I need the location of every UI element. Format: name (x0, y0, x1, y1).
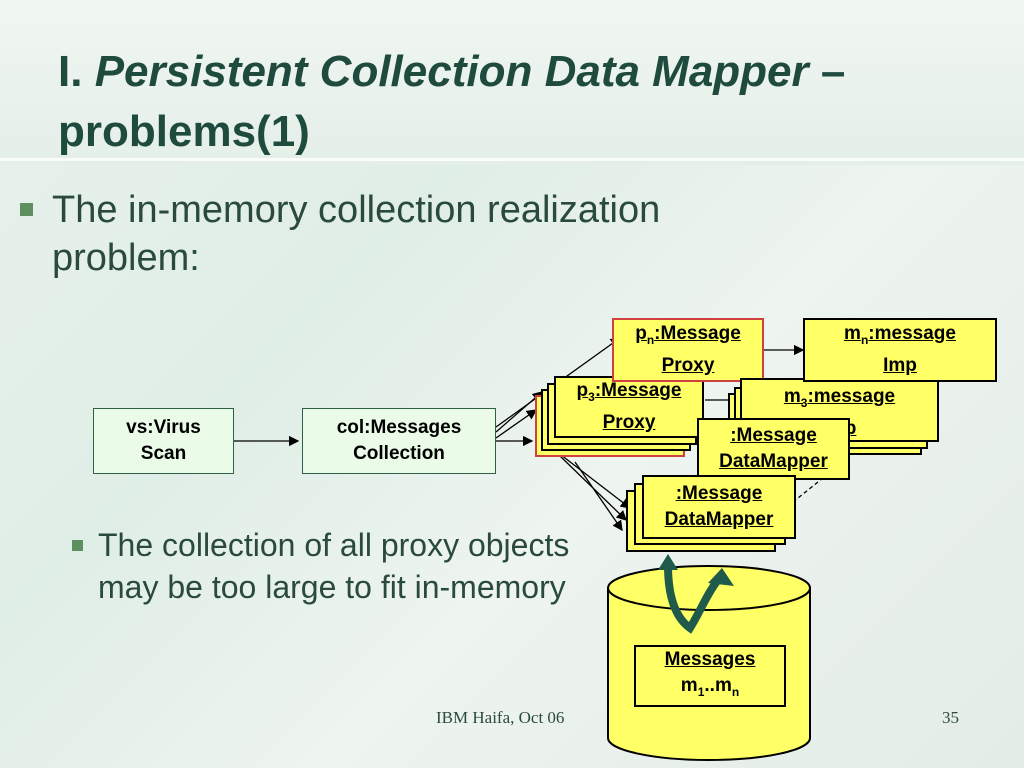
virus-scan-line2: Scan (140, 443, 187, 464)
mapper-b-line1: :Message (675, 483, 763, 504)
db-line1: Messages (664, 649, 756, 671)
sub-bullet-square-icon (72, 540, 83, 551)
bullet-square-icon (20, 203, 33, 216)
collection-line1: col:Messages (336, 417, 462, 438)
mapper-a-line2: DataMapper (719, 451, 828, 472)
db-access-arrows (658, 554, 734, 634)
main-bullet: The in-memory collection realization pro… (52, 189, 661, 279)
mapper-a-line1: :Message (730, 425, 817, 446)
collection-line2: Collection (353, 443, 445, 464)
message-imp-n-line2: Imp (883, 354, 917, 376)
virus-scan-line1: vs:Virus (126, 417, 201, 438)
slide-title: I. Persistent Collection Data Mapper – p… (58, 47, 846, 156)
footer-text: IBM Haifa, Oct 06 (436, 708, 565, 727)
title-divider (0, 158, 1024, 161)
page-number: 35 (942, 708, 959, 727)
proxy-3-line2: Proxy (602, 411, 656, 433)
proxy-n-line2: Proxy (661, 354, 715, 376)
title-band (0, 0, 1024, 165)
sub-bullet: The collection of all proxy objects may … (98, 527, 570, 605)
mapper-b-line2: DataMapper (664, 509, 774, 530)
